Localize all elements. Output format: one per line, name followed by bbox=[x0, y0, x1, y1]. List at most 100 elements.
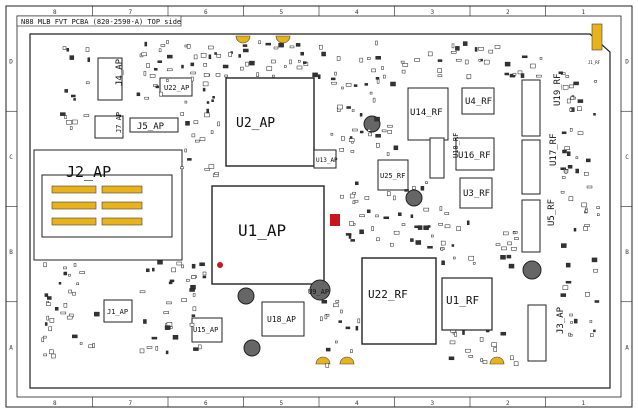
smd-part bbox=[348, 234, 352, 239]
smd-part bbox=[69, 55, 75, 60]
smd-part bbox=[482, 360, 488, 364]
component-labels: J4_AP J5_AP J7_AP J2_AP U22_AP U2_AP U1_… bbox=[66, 58, 601, 334]
smd-part bbox=[208, 54, 212, 60]
label-u1-ap: U1_AP bbox=[238, 221, 286, 240]
u14-rf-body bbox=[407, 87, 449, 141]
smd-part bbox=[146, 268, 150, 273]
smd-part bbox=[167, 68, 173, 72]
smd-part bbox=[228, 52, 232, 57]
smd-part bbox=[136, 92, 141, 97]
smd-part bbox=[349, 221, 354, 226]
smd-part bbox=[423, 207, 430, 212]
smd-part bbox=[500, 331, 507, 336]
border-column-8-bottom: 8 bbox=[53, 400, 57, 407]
smd-part bbox=[160, 44, 166, 47]
smd-part bbox=[339, 148, 344, 152]
smd-part bbox=[202, 87, 206, 92]
smd-part bbox=[184, 100, 188, 104]
smd-part bbox=[51, 353, 56, 359]
round-part-3 bbox=[522, 260, 542, 280]
gold-tab-6 bbox=[275, 35, 291, 44]
smd-part bbox=[317, 74, 321, 79]
smd-part bbox=[312, 72, 318, 78]
smd-part bbox=[191, 275, 196, 279]
smd-part bbox=[83, 114, 90, 117]
border-column-4-top: 4 bbox=[355, 9, 359, 16]
smd-part bbox=[345, 83, 352, 87]
label-j7-ap: J7_AP bbox=[115, 112, 123, 133]
smd-part bbox=[359, 130, 364, 134]
border-column-1-bottom: 1 bbox=[581, 400, 585, 407]
smd-part bbox=[189, 322, 195, 327]
smd-part bbox=[336, 56, 341, 61]
smd-part bbox=[539, 57, 543, 60]
smd-part bbox=[450, 330, 456, 333]
u1-ap-body bbox=[211, 185, 325, 285]
smd-part bbox=[212, 96, 215, 99]
smd-part bbox=[222, 64, 229, 69]
smd-part bbox=[431, 234, 434, 238]
smd-part bbox=[284, 65, 287, 68]
smd-part bbox=[565, 262, 571, 268]
smd-part bbox=[72, 119, 78, 125]
label-u19-rf: U19_RF bbox=[553, 73, 563, 106]
smd-part bbox=[181, 298, 187, 302]
smd-part bbox=[338, 320, 342, 323]
smd-part bbox=[414, 58, 420, 62]
smd-part bbox=[437, 74, 443, 78]
smd-part bbox=[514, 237, 519, 240]
smd-part bbox=[508, 263, 515, 269]
border-row-D-left: D bbox=[9, 59, 13, 66]
smd-part bbox=[562, 85, 569, 90]
u22-ap-body bbox=[159, 77, 193, 97]
smd-components bbox=[41, 40, 600, 368]
border-row-C-right: C bbox=[625, 154, 629, 161]
smd-part bbox=[341, 136, 345, 141]
smd-part bbox=[359, 229, 364, 235]
smd-part bbox=[573, 81, 579, 86]
smd-part bbox=[144, 96, 149, 100]
label-u22-ap: U22_AP bbox=[164, 84, 189, 92]
smd-part bbox=[352, 191, 356, 195]
label-j1-rf: J1_RF bbox=[588, 60, 601, 65]
round-part-2 bbox=[405, 189, 423, 207]
border-column-5-bottom: 5 bbox=[279, 400, 283, 407]
smd-part bbox=[586, 185, 593, 189]
j7-ap-body bbox=[94, 115, 124, 139]
smd-part bbox=[387, 130, 392, 134]
smd-part bbox=[258, 40, 261, 45]
smd-part bbox=[58, 282, 62, 285]
smd-part bbox=[272, 74, 275, 78]
smd-part bbox=[346, 106, 351, 109]
smd-part bbox=[412, 186, 416, 190]
smd-part bbox=[191, 314, 196, 317]
red-part bbox=[330, 214, 340, 226]
smd-part bbox=[180, 166, 184, 170]
smd-part bbox=[214, 52, 217, 55]
label-u2-ap: U2_AP bbox=[236, 116, 275, 131]
smd-part bbox=[386, 152, 390, 156]
smd-part bbox=[594, 80, 597, 83]
smd-part bbox=[480, 358, 483, 362]
smd-part bbox=[60, 311, 67, 315]
smd-part bbox=[273, 46, 279, 50]
smd-part bbox=[355, 325, 359, 331]
smd-part bbox=[217, 121, 220, 127]
smd-part bbox=[577, 106, 582, 111]
smd-part bbox=[157, 259, 163, 265]
smd-part bbox=[517, 70, 523, 75]
smd-part bbox=[352, 128, 358, 132]
smd-part bbox=[376, 143, 380, 148]
smd-part bbox=[383, 74, 386, 79]
smd-part bbox=[190, 62, 195, 67]
u15-ap-body bbox=[191, 317, 223, 343]
smd-part bbox=[597, 213, 600, 216]
smd-part bbox=[420, 186, 425, 191]
smd-part bbox=[72, 334, 78, 339]
smd-part bbox=[349, 193, 355, 199]
smd-part bbox=[562, 149, 567, 154]
smd-part bbox=[437, 68, 442, 73]
smd-part bbox=[425, 181, 428, 184]
